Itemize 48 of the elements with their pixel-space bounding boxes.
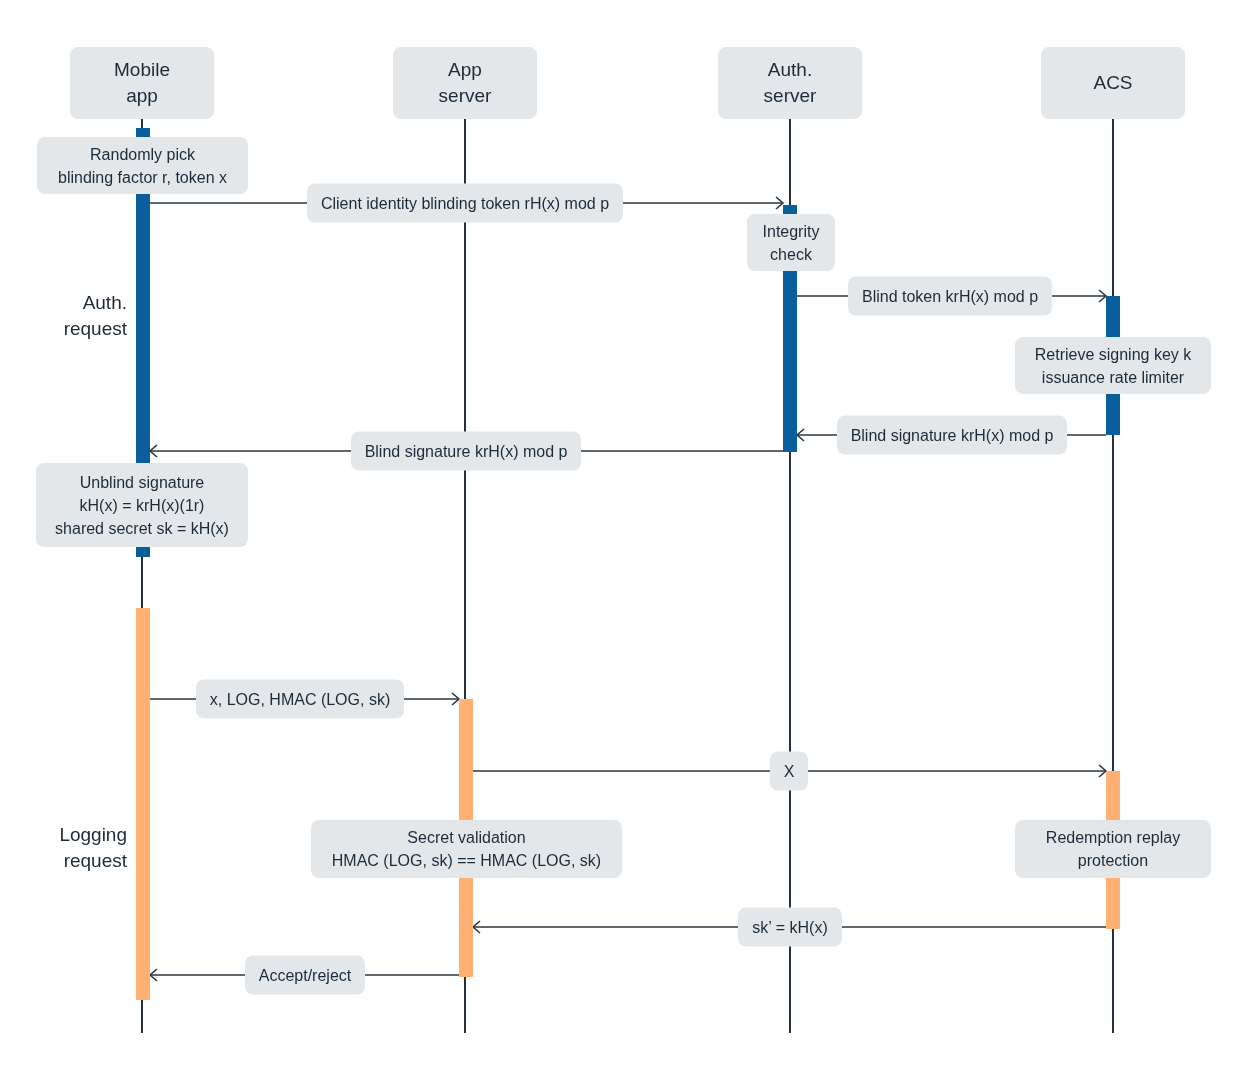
note-text: Secret validation — [407, 828, 526, 848]
note-text: HMAC (LOG, sk) == HMAC (LOG, sk) — [331, 851, 602, 871]
participant-name: Auth. server — [762, 58, 818, 108]
note-box — [37, 137, 248, 194]
edge-label: x, LOG, HMAC (LOG, sk) — [195, 679, 405, 719]
activation-bar — [136, 194, 150, 463]
note-text: Redemption replay protection — [1044, 828, 1182, 871]
phase-label: Auth. request — [62, 291, 127, 341]
participant-box — [718, 47, 862, 119]
edge-label: Client identity blinding token rH(x) mod p — [306, 183, 624, 223]
note-text: issuance rate limiter — [1041, 367, 1185, 388]
note-text: kH(x) = krH(x)(1r) — [79, 495, 205, 516]
activation-bar — [1106, 296, 1120, 337]
edge-label: sk’ = kH(x) — [738, 907, 842, 947]
participant-name: ACS — [1093, 71, 1133, 95]
activation-bar — [136, 608, 150, 1000]
note-box — [1015, 337, 1211, 394]
phase-label: Logging request — [58, 823, 127, 873]
note-box — [747, 214, 835, 271]
edge-label: X — [769, 751, 809, 791]
activation-bar — [459, 699, 473, 820]
activation-bar — [1106, 771, 1120, 820]
activation-bar — [136, 547, 150, 557]
participant-box — [70, 47, 214, 119]
activation-bar — [783, 205, 797, 214]
note-text: shared secret sk = kH(x) — [55, 518, 229, 539]
note-text: Retrieve signing key k — [1034, 344, 1192, 365]
participant-box — [393, 47, 537, 119]
note-box — [36, 463, 248, 547]
activation-bar — [136, 128, 150, 137]
participant-box — [1041, 47, 1185, 119]
note-text: Unblind signature — [79, 472, 205, 493]
note-text: Integrity check — [761, 221, 821, 265]
note-box — [311, 820, 622, 878]
edge-label: Accept/reject — [244, 955, 366, 995]
activation-bar — [783, 271, 797, 452]
note-text: Randomly pick — [90, 144, 195, 165]
arrow — [472, 764, 1107, 778]
edge-label: Blind token krH(x) mod p — [847, 276, 1053, 316]
edge-label: Blind signature krH(x) mod p — [350, 431, 582, 471]
note-box — [1015, 820, 1211, 878]
activation-bar — [459, 878, 473, 977]
participant-name: App server — [437, 58, 493, 108]
activation-bar — [1106, 394, 1120, 435]
edge-label: Blind signature krH(x) mod p — [836, 415, 1068, 455]
activation-bar — [1106, 878, 1120, 929]
participant-name: Mobile app — [113, 58, 171, 108]
note-text: blinding factor r, token x — [58, 167, 227, 188]
